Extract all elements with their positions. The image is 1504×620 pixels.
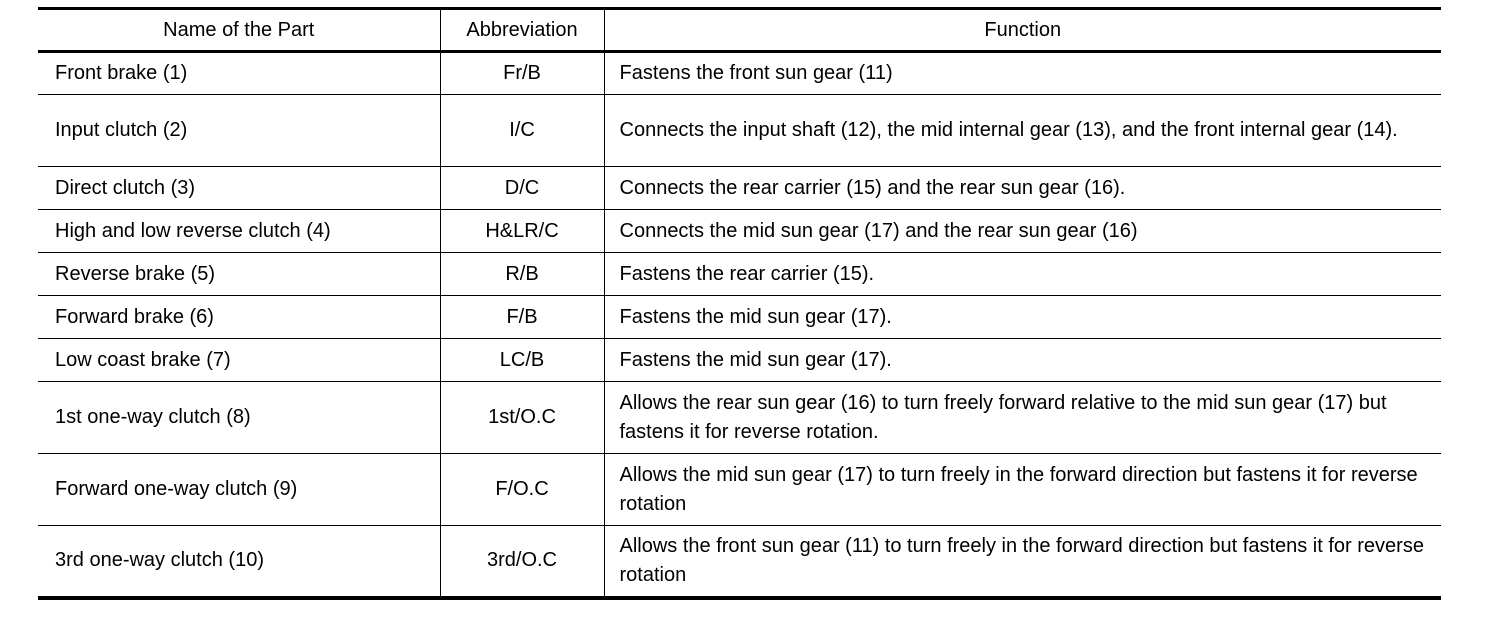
function-cell: Fastens the front sun gear (11) (603, 51, 1441, 95)
function-cell: Allows the front sun gear (11) to turn f… (603, 525, 1441, 600)
part-name-cell: High and low reverse clutch (4) (38, 209, 440, 253)
header-function: Function (603, 7, 1441, 53)
table-row: Direct clutch (3) D/C Connects the rear … (38, 166, 1441, 210)
part-name-cell: Low coast brake (7) (38, 338, 440, 382)
function-cell: Connects the mid sun gear (17) and the r… (603, 209, 1441, 253)
part-name-cell: Reverse brake (5) (38, 252, 440, 296)
abbreviation-cell: H&LR/C (439, 209, 604, 253)
table-row: Input clutch (2) I/C Connects the input … (38, 94, 1441, 167)
function-cell: Connects the input shaft (12), the mid i… (603, 94, 1441, 167)
table-row: Forward one-way clutch (9) F/O.C Allows … (38, 453, 1441, 526)
abbreviation-cell: 1st/O.C (439, 381, 604, 454)
table-row: Forward brake (6) F/B Fastens the mid su… (38, 295, 1441, 339)
abbreviation-cell: I/C (439, 94, 604, 167)
abbreviation-cell: F/B (439, 295, 604, 339)
part-name-cell: Front brake (1) (38, 51, 440, 95)
function-cell: Fastens the mid sun gear (17). (603, 338, 1441, 382)
table-row: 1st one-way clutch (8) 1st/O.C Allows th… (38, 381, 1441, 454)
table-row: High and low reverse clutch (4) H&LR/C C… (38, 209, 1441, 253)
part-name-cell: Forward brake (6) (38, 295, 440, 339)
part-name-cell: Forward one-way clutch (9) (38, 453, 440, 526)
abbreviation-cell: Fr/B (439, 51, 604, 95)
table-header-row: Name of the Part Abbreviation Function (38, 7, 1441, 53)
header-abbreviation: Abbreviation (439, 7, 604, 53)
part-name-cell: 3rd one-way clutch (10) (38, 525, 440, 600)
abbreviation-cell: F/O.C (439, 453, 604, 526)
function-cell: Allows the rear sun gear (16) to turn fr… (603, 381, 1441, 454)
part-name-cell: Direct clutch (3) (38, 166, 440, 210)
abbreviation-cell: D/C (439, 166, 604, 210)
table-row: Front brake (1) Fr/B Fastens the front s… (38, 51, 1441, 95)
abbreviation-cell: LC/B (439, 338, 604, 382)
part-name-cell: Input clutch (2) (38, 94, 440, 167)
abbreviation-cell: 3rd/O.C (439, 525, 604, 600)
function-cell: Connects the rear carrier (15) and the r… (603, 166, 1441, 210)
function-cell: Fastens the rear carrier (15). (603, 252, 1441, 296)
abbreviation-cell: R/B (439, 252, 604, 296)
table-row: Low coast brake (7) LC/B Fastens the mid… (38, 338, 1441, 382)
table-row: 3rd one-way clutch (10) 3rd/O.C Allows t… (38, 525, 1441, 600)
function-cell: Fastens the mid sun gear (17). (603, 295, 1441, 339)
part-name-cell: 1st one-way clutch (8) (38, 381, 440, 454)
table-row: Reverse brake (5) R/B Fastens the rear c… (38, 252, 1441, 296)
parts-function-table: Name of the Part Abbreviation Function F… (38, 7, 1441, 600)
header-name: Name of the Part (38, 7, 440, 53)
function-cell: Allows the mid sun gear (17) to turn fre… (603, 453, 1441, 526)
